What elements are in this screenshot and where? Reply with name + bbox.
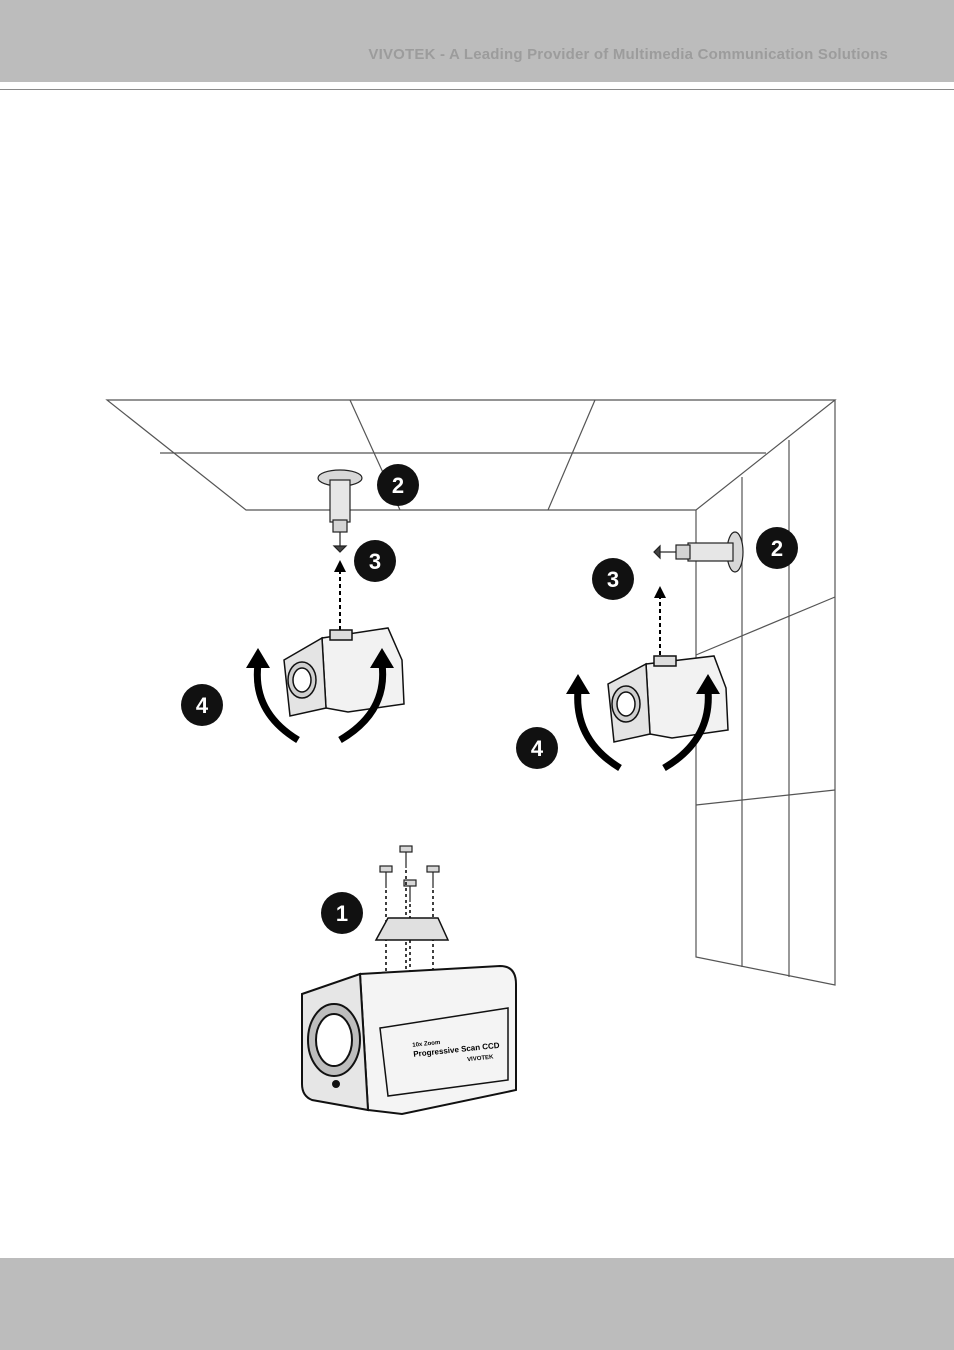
- svg-text:2: 2: [392, 473, 404, 498]
- wall-bracket: [653, 531, 744, 573]
- wall-arrow-head-left: [566, 674, 590, 694]
- ceiling-arrow-head-left: [246, 648, 270, 668]
- camera-label-zoom: 10x Zoom: [412, 1040, 440, 1049]
- header-bar: VIVOTEK - A Leading Provider of Multimed…: [0, 0, 954, 82]
- mount-plate: [374, 917, 450, 941]
- svg-text:3: 3: [607, 567, 619, 592]
- ceiling-arrow-head-right: [370, 648, 394, 668]
- step-badge-2-wall: 2: [756, 527, 798, 569]
- mount-screws: [379, 845, 440, 902]
- svg-text:4: 4: [531, 736, 544, 761]
- wall-rotate-arrows: [574, 689, 712, 772]
- header-rule: [0, 89, 954, 90]
- wall-arrow-head-right: [696, 674, 720, 694]
- step-badge-3-wall: 3: [592, 558, 634, 600]
- camera-label-brand: VIVOTEK: [467, 1054, 494, 1063]
- step-badge-4-wall: 4: [516, 727, 558, 769]
- step-badge-4-ceiling: 4: [181, 684, 223, 726]
- svg-text:1: 1: [336, 901, 348, 926]
- ceiling-rotate-arrows: [253, 663, 387, 744]
- mounting-illustration: 10x Zoom Progressive Scan CCD VIVOTEK 2 …: [0, 380, 954, 1160]
- svg-text:4: 4: [196, 693, 209, 718]
- header-tagline: VIVOTEK - A Leading Provider of Multimed…: [368, 46, 888, 63]
- step-badge-3-ceiling: 3: [354, 540, 396, 582]
- step-badge-1: 1: [321, 892, 363, 934]
- footer-bar: [0, 1258, 954, 1350]
- svg-text:3: 3: [369, 549, 381, 574]
- main-camera: [301, 964, 517, 1116]
- ceiling-bracket: [317, 469, 363, 553]
- svg-text:2: 2: [771, 536, 783, 561]
- step-badge-2-ceiling: 2: [377, 464, 419, 506]
- ceiling-grid: [105, 399, 837, 511]
